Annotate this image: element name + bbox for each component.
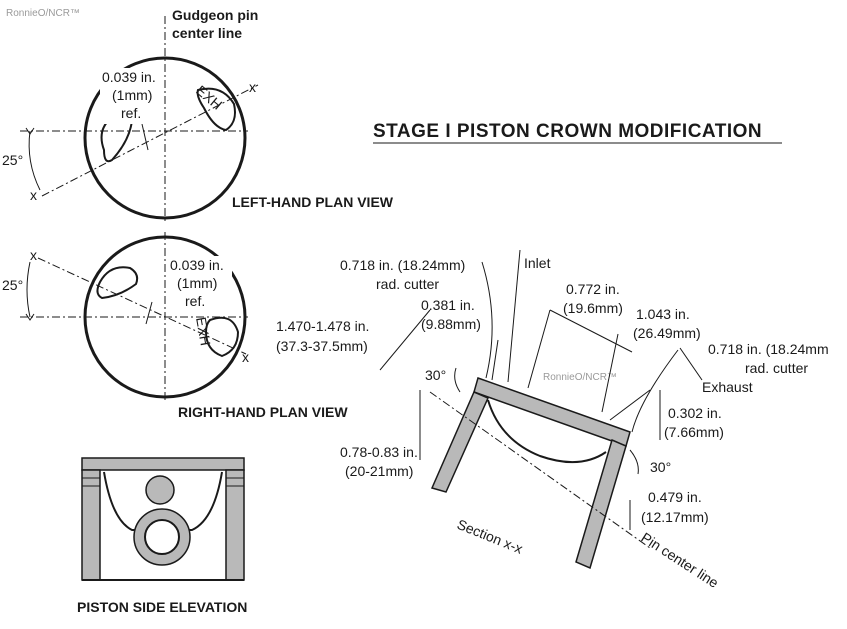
dim-0772-line-1: 0.772 in.	[566, 281, 620, 297]
left-view-caption: LEFT-HAND PLAN VIEW	[232, 194, 394, 210]
left-angle-label: 25°	[2, 152, 23, 168]
section-angle-left-arc	[454, 367, 461, 393]
side-pin-bore	[144, 519, 180, 555]
right-hand-plan-view	[20, 232, 248, 402]
section-leader-0381	[491, 339, 499, 381]
right-offset-line-2: (1mm)	[177, 275, 217, 291]
section-right-cutter-arc	[631, 349, 679, 433]
left-offset-label-bg	[100, 68, 164, 124]
section-leader-0772	[527, 309, 551, 389]
side-elevation-caption: PISTON SIDE ELEVATION	[77, 599, 247, 615]
section-leader-inlet	[507, 249, 521, 383]
right-inlet-cutout	[96, 266, 139, 300]
dim-0479-line-1: 0.479 in.	[648, 489, 702, 505]
dim-0772-line-2: (19.6mm)	[563, 300, 623, 316]
left-piston-outline	[83, 56, 247, 220]
watermark-center: RonnieO/NCR™	[543, 372, 617, 383]
cutter-right-line-2: rad. cutter	[745, 360, 808, 376]
section-leader-0302	[609, 389, 651, 421]
dim-1043-line-2: (26.49mm)	[633, 325, 701, 341]
left-exhaust-cutout	[196, 87, 236, 132]
left-offset-line-3: ref.	[121, 105, 141, 121]
cutter-left-line-1: 0.718 in. (18.24mm)	[340, 257, 465, 273]
side-small-boss	[145, 475, 175, 505]
dim-0381-line-1: 0.381 in.	[421, 297, 475, 313]
right-section-mark-start: x	[30, 247, 37, 263]
dim-0302-line-2: (7.66mm)	[664, 424, 724, 440]
dim-1470-line-1: 1.470-1.478 in.	[276, 318, 369, 334]
dim-0479-line-2: (12.17mm)	[641, 509, 709, 525]
dim-1470-line-2: (37.3-37.5mm)	[276, 338, 368, 354]
left-hand-plan-view	[20, 16, 259, 222]
cutter-left-line-2: rad. cutter	[376, 276, 439, 292]
pin-center-line-label: Pin center line	[638, 529, 721, 591]
left-offset-line-1: 0.039 in.	[102, 69, 156, 85]
section-x-x	[379, 249, 703, 570]
section-left-cutter-arc	[481, 261, 493, 379]
left-angle-arc	[28, 130, 41, 191]
section-right-skirt	[575, 438, 627, 570]
right-exh-stamp: EXH	[193, 316, 214, 347]
dim-078-line-2: (20-21mm)	[345, 463, 413, 479]
section-leader-1043	[601, 333, 619, 413]
right-section-line	[37, 257, 247, 355]
cutter-right-line-1: 0.718 in. (18.24mm	[708, 341, 829, 357]
section-inner-dome	[487, 399, 607, 464]
left-exh-stamp: EXH	[193, 82, 225, 113]
right-angle-label: 25°	[2, 277, 23, 293]
section-leader-cutter-right	[679, 347, 703, 381]
right-view-caption: RIGHT-HAND PLAN VIEW	[178, 404, 348, 420]
section-x-x-label: Section x-x	[455, 516, 525, 557]
section-dim-0772	[549, 309, 633, 353]
left-angle-arrow-top	[25, 127, 35, 135]
right-section-mark-end: x	[242, 349, 249, 365]
side-crown	[81, 457, 245, 471]
right-offset-leader	[145, 301, 153, 325]
piston-side-elevation	[81, 457, 245, 581]
right-offset-line-3: ref.	[185, 293, 205, 309]
dim-078-line-1: 0.78-0.83 in.	[340, 444, 418, 460]
right-offset-line-1: 0.039 in.	[170, 257, 224, 273]
left-offset-line-2: (1mm)	[112, 87, 152, 103]
right-offset-label-bg	[168, 256, 232, 312]
left-centerline-label-2: center line	[172, 25, 242, 41]
dim-0381-line-2: (9.88mm)	[421, 316, 481, 332]
dim-1043-line-1: 1.043 in.	[636, 306, 690, 322]
diagram-title: STAGE I PISTON CROWN MODIFICATION	[373, 121, 762, 142]
exhaust-label: Exhaust	[702, 379, 753, 395]
right-exhaust-cutout	[204, 316, 240, 358]
dim-0302-line-1: 0.302 in.	[668, 405, 722, 421]
section-angle-right-arc	[629, 449, 639, 475]
right-angle-arc	[26, 261, 31, 318]
inlet-label: Inlet	[524, 255, 551, 271]
section-dim-1470	[379, 309, 431, 371]
left-section-mark-start: x	[30, 187, 37, 203]
watermark-top-left: RonnieO/NCR™	[6, 8, 80, 19]
left-offset-leader	[141, 123, 149, 151]
right-angle-arrow-bottom	[25, 313, 35, 321]
angle-right-label: 30°	[650, 459, 671, 475]
angle-left-label: 30°	[425, 367, 446, 383]
section-left-skirt	[430, 391, 489, 493]
left-centerline-label-1: Gudgeon pin	[172, 7, 258, 23]
left-section-mark-end: x	[249, 79, 256, 95]
section-pin-center-line	[429, 391, 651, 549]
